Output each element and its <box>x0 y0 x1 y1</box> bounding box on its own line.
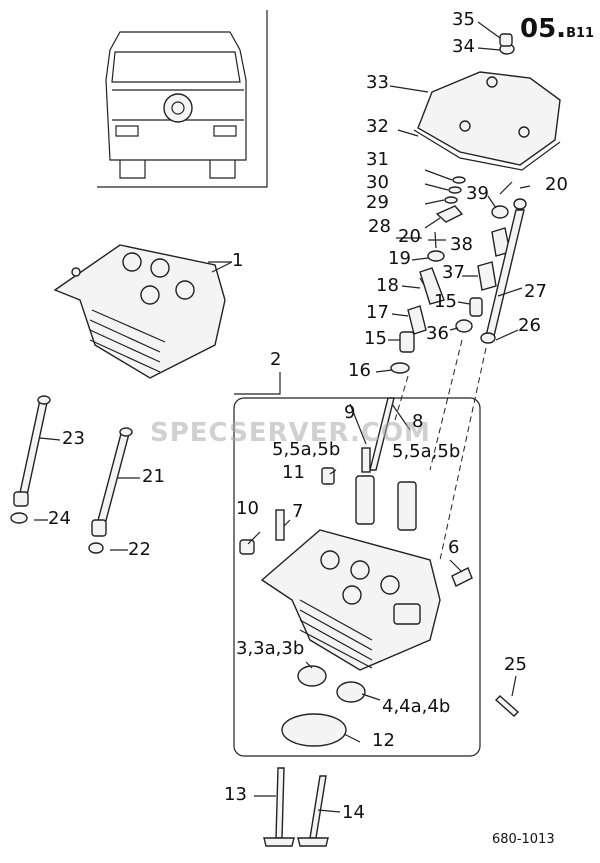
part-label-5-right: 5,5a,5b <box>392 441 461 462</box>
part-label-9: 9 <box>344 402 356 423</box>
valves <box>254 767 341 847</box>
part-label-8: 8 <box>412 411 424 432</box>
part-label-25: 25 <box>504 654 527 675</box>
part-label-26: 26 <box>518 315 541 336</box>
part-label-11: 11 <box>282 462 305 483</box>
part-label-29: 29 <box>366 192 389 213</box>
part-label-17: 17 <box>366 302 389 323</box>
part-label-6: 6 <box>448 537 460 558</box>
part-label-10: 10 <box>236 498 259 519</box>
valve-train-components <box>375 169 531 374</box>
cylinder-head-part-2 <box>239 397 520 747</box>
part-label-27: 27 <box>524 281 547 302</box>
part-label-13: 13 <box>224 784 247 805</box>
part-label-19: 19 <box>388 248 411 269</box>
part-label-37: 37 <box>442 262 465 283</box>
part-label-1: 1 <box>232 250 244 271</box>
part-label-20-left: 20 <box>398 226 421 247</box>
part-label-18: 18 <box>376 275 399 296</box>
part-label-35: 35 <box>452 9 475 30</box>
part-label-15-right: 15 <box>434 291 457 312</box>
part-label-28: 28 <box>368 216 391 237</box>
part-label-4: 4,4a,4b <box>382 696 451 717</box>
part-label-16: 16 <box>348 360 371 381</box>
part-label-12: 12 <box>372 730 395 751</box>
diagram-group-code: 05.B11 <box>520 14 595 44</box>
cylinder-head-part-1 <box>53 244 232 379</box>
part-label-3: 3,3a,3b <box>236 638 305 659</box>
part-label-32: 32 <box>366 116 389 137</box>
part-label-7: 7 <box>292 501 304 522</box>
cylinder-head-group-frame <box>233 372 481 757</box>
part-label-24: 24 <box>48 508 71 529</box>
part-label-22: 22 <box>128 539 151 560</box>
part-label-14: 14 <box>342 802 365 823</box>
part-label-33: 33 <box>366 72 389 93</box>
document-number: 680-1013 <box>492 832 555 847</box>
part-label-5-left: 5,5a,5b <box>272 439 341 460</box>
part-label-21: 21 <box>142 466 165 487</box>
part-label-2: 2 <box>270 349 282 370</box>
part-label-31: 31 <box>366 149 389 170</box>
push-rods <box>10 395 140 554</box>
part-label-38: 38 <box>450 234 473 255</box>
part-label-20-right: 20 <box>545 174 568 195</box>
leader-lines <box>211 261 463 743</box>
truck-inset <box>97 10 268 188</box>
rocker-cover-parts <box>389 21 561 171</box>
part-label-39: 39 <box>466 183 489 204</box>
part-label-36: 36 <box>426 323 449 344</box>
part-label-23: 23 <box>62 428 85 449</box>
part-label-34: 34 <box>452 36 475 57</box>
part-label-15-left: 15 <box>364 328 387 349</box>
part-label-30: 30 <box>366 172 389 193</box>
watermark: SPECSERVER.COM <box>150 418 431 448</box>
